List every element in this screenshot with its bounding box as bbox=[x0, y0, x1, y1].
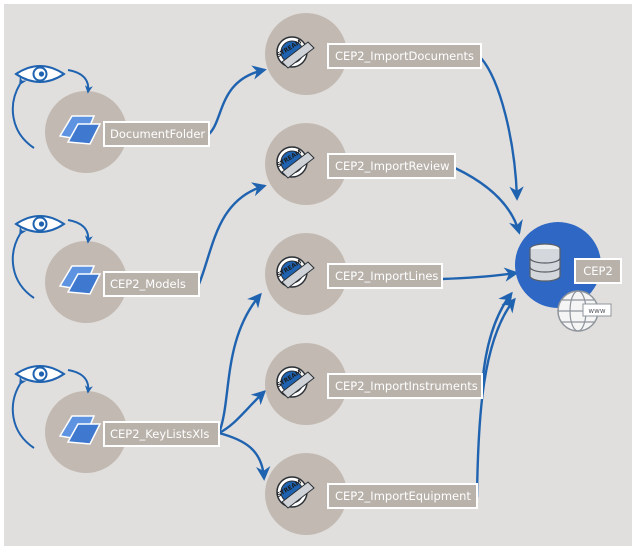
stream-label-text: CEP2_ImportDocuments bbox=[335, 49, 474, 63]
stream-label-text: CEP2_ImportLines bbox=[335, 269, 438, 283]
source-label: DocumentFolder bbox=[103, 121, 210, 147]
globe-icon: www bbox=[557, 290, 612, 332]
source-node[interactable]: DocumentFolder bbox=[11, 65, 210, 173]
connector-importreview-cep2 bbox=[453, 166, 523, 235]
database-icon bbox=[529, 243, 561, 282]
connector-models-importreview bbox=[197, 182, 267, 286]
stream-node[interactable]: STREAM CEP2_ImportReview bbox=[265, 123, 456, 205]
target-node-cep2[interactable]: www CEP2 bbox=[515, 222, 622, 332]
stream-label-text: CEP2_ImportReview bbox=[335, 159, 450, 173]
source-label-text: CEP2_KeyListsXls bbox=[110, 427, 209, 441]
globe-www-text: www bbox=[588, 307, 605, 315]
stream-icon: STREAM bbox=[276, 476, 315, 509]
connector-importlines-cep2 bbox=[440, 267, 519, 282]
stream-icon: STREAM bbox=[276, 36, 315, 69]
source-node[interactable]: CEP2_KeyListsXls bbox=[11, 365, 220, 473]
eye-icon bbox=[11, 365, 93, 449]
source-label-text: CEP2_Models bbox=[110, 277, 186, 291]
stream-icon: STREAM bbox=[276, 366, 315, 399]
stream-label-text: CEP2_ImportEquipment bbox=[335, 489, 471, 503]
eye-icon bbox=[11, 65, 93, 149]
folder-icon bbox=[58, 115, 102, 145]
stream-label: CEP2_ImportInstruments bbox=[327, 373, 483, 399]
stream-node[interactable]: STREAM CEP2_ImportDocuments bbox=[265, 13, 482, 95]
stream-label-text: CEP2_ImportInstruments bbox=[335, 379, 478, 393]
stream-label: CEP2_ImportLines bbox=[327, 263, 443, 289]
stream-icon: STREAM bbox=[276, 256, 315, 289]
stream-node[interactable]: STREAM CEP2_ImportLines bbox=[265, 233, 443, 315]
stream-label: CEP2_ImportReview bbox=[327, 153, 456, 179]
connector-importequipment-cep2 bbox=[475, 297, 516, 499]
connector-keylists-importinstruments bbox=[217, 390, 267, 435]
source-label: CEP2_Models bbox=[103, 271, 200, 297]
stream-node[interactable]: STREAM CEP2_ImportEquipment bbox=[265, 453, 478, 535]
eye-icon bbox=[11, 215, 93, 299]
folder-icon bbox=[58, 415, 102, 445]
folder-icon bbox=[58, 265, 102, 295]
connector-keylists-importlines bbox=[217, 292, 262, 435]
source-label-text: DocumentFolder bbox=[110, 127, 205, 141]
connectors bbox=[197, 56, 524, 499]
connector-keylists-importequipment bbox=[217, 431, 271, 481]
stream-node[interactable]: STREAM CEP2_ImportInstruments bbox=[265, 343, 483, 425]
connector-documentfolder-importdocuments bbox=[207, 65, 267, 136]
source-node[interactable]: CEP2_Models bbox=[11, 215, 200, 323]
connector-importdocuments-cep2 bbox=[479, 56, 524, 201]
source-label: CEP2_KeyListsXls bbox=[103, 421, 220, 447]
stream-label: CEP2_ImportEquipment bbox=[327, 483, 478, 509]
target-label-text: CEP2 bbox=[583, 264, 613, 278]
target-label: CEP2 bbox=[574, 258, 622, 284]
stream-icon: STREAM bbox=[276, 146, 315, 179]
stream-label: CEP2_ImportDocuments bbox=[327, 43, 482, 69]
